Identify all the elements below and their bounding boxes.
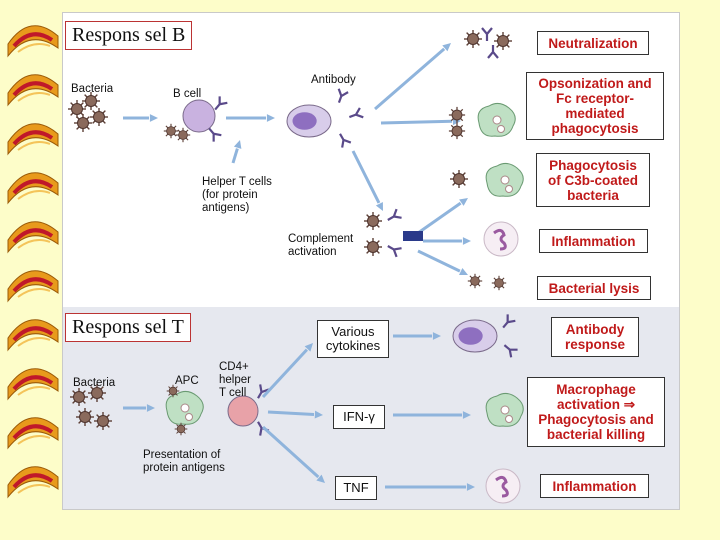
arrow [261, 425, 325, 483]
arrow [351, 150, 383, 211]
outcome-macrophage-activation: Macrophage activation ⇒ Phagocytosis and… [527, 377, 665, 447]
mediator-ifn-gamma: IFN-γ [333, 405, 385, 429]
arrow [231, 140, 242, 164]
mediator-tnf: TNF [335, 476, 377, 500]
antibody-icon [208, 127, 222, 142]
bacteria-icon [82, 92, 100, 110]
cd4-helper-t-cell-label: CD4+ helper T cell [219, 361, 251, 399]
bacteria-icon [464, 30, 482, 48]
antibody-icon [503, 344, 518, 358]
arrow [380, 117, 461, 126]
spiral-coil-icon [7, 221, 59, 254]
diagram-art [68, 27, 524, 504]
bacteria-icon [74, 114, 92, 132]
bacteria-icon [90, 108, 108, 126]
bacteria-icon [364, 238, 382, 256]
t-cell-section-title: Respons sel T [65, 313, 191, 342]
neutrophil-icon [483, 221, 519, 257]
arrow [393, 411, 471, 419]
outcome-inflammation-t: Inflammation [540, 474, 649, 498]
arrow [393, 332, 441, 340]
arrow [267, 410, 323, 419]
bacteria-icon [68, 100, 86, 118]
outcome-phagocytosis-c3b: Phagocytosis of C3b-coated bacteria [536, 153, 650, 207]
bacteria-icon [448, 122, 466, 140]
bacteria-icon [163, 123, 179, 139]
bacteria-icon [76, 408, 94, 426]
plasma-cell-icon [452, 319, 498, 353]
antibody-icon [348, 107, 364, 119]
arrow [385, 483, 475, 491]
antibody-icon [487, 45, 499, 59]
spiral-coil-icon [7, 123, 59, 156]
antibody-icon [481, 27, 493, 41]
antibody-icon [502, 314, 516, 329]
arrow [226, 114, 275, 122]
bacteria-icon [166, 384, 180, 398]
arrow [374, 43, 451, 111]
outcome-neutralization: Neutralization [537, 31, 649, 55]
spiral-coil-icon [7, 466, 59, 499]
arrow [417, 198, 468, 235]
macrophage-icon [165, 390, 204, 425]
spiral-coil-icon [7, 319, 59, 352]
t-cell-icon [227, 395, 259, 427]
macrophage-icon [485, 392, 524, 427]
bacteria-label-t: Bacteria [73, 377, 116, 389]
bacteria-icon [450, 170, 468, 188]
presentation-label: Presentation of protein antigens [143, 449, 225, 474]
spiral-binding-icon [7, 25, 59, 499]
bacteria-label-b: Bacteria [71, 83, 114, 95]
bacteria-icon [448, 106, 466, 124]
complement-activation-label: Complement activation [288, 233, 354, 258]
spiral-coil-icon [7, 417, 59, 450]
antibody-icon [339, 133, 352, 148]
bacteria-icon [494, 32, 512, 50]
bacteria-icon [491, 275, 507, 291]
arrow [123, 114, 158, 122]
bacteria-icon [70, 388, 88, 406]
complement-complex-icon [403, 231, 423, 241]
spiral-coil-icon [7, 368, 59, 401]
arrow [417, 249, 468, 276]
outcome-inflammation-b: Inflammation [539, 229, 648, 253]
b-cell-icon [182, 99, 216, 133]
helper-t-cells-label: Helper T cells (for protein antigens) [202, 176, 272, 214]
arrow [423, 237, 471, 245]
antibody-icon [214, 96, 228, 111]
spiral-coil-icon [7, 172, 59, 205]
antibody-icon [257, 421, 270, 436]
bacteria-icon [175, 127, 191, 143]
antibody-icon [387, 208, 402, 221]
diagram-panel: Respons sel B Bacteria B cell Antibody H… [62, 12, 680, 510]
arrow [123, 404, 155, 412]
outcome-opsonization: Opsonization and Fc receptor- mediated p… [526, 72, 664, 140]
plasma-cell-icon [286, 104, 332, 138]
bacteria-icon [364, 212, 382, 230]
neutrophil-icon [485, 468, 521, 504]
outcome-antibody-response: Antibody response [551, 317, 639, 357]
macrophage-icon [485, 162, 524, 197]
antibody-icon [337, 88, 349, 104]
outcome-bacterial-lysis: Bacterial lysis [537, 276, 651, 300]
spiral-coil-icon [7, 74, 59, 107]
b-cell-section-title: Respons sel B [65, 21, 193, 50]
apc-label: APC [175, 375, 199, 387]
arrow [261, 343, 313, 399]
b-cell-label: B cell [173, 88, 202, 100]
bacteria-icon [94, 412, 112, 430]
mediator-various-cytokines: Various cytokines [317, 320, 389, 358]
macrophage-icon [477, 102, 516, 137]
bacteria-icon [174, 422, 188, 436]
spiral-coil-icon [7, 270, 59, 303]
antibody-icon [387, 245, 402, 258]
bacteria-icon [88, 384, 106, 402]
bacteria-icon [467, 273, 483, 289]
antibody-label: Antibody [311, 74, 356, 86]
spiral-coil-icon [7, 25, 59, 58]
